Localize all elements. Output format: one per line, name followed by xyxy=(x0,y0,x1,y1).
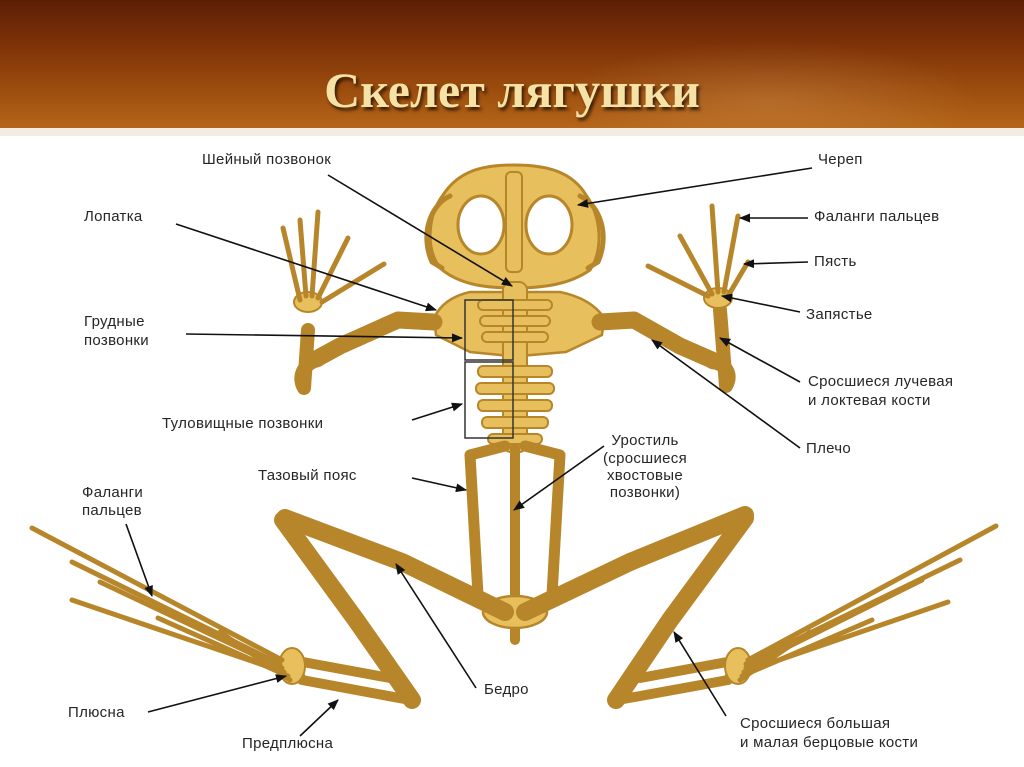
label-tibiofibula-1: Сросшиеся большая xyxy=(740,715,891,732)
arrow-femur xyxy=(395,563,477,689)
left-hand-fingers xyxy=(280,209,387,305)
label-humerus: Плечо xyxy=(806,440,852,457)
arrow-humerus xyxy=(651,339,801,449)
label-skull: Череп xyxy=(818,151,863,168)
label-thoracic-1: Грудные xyxy=(84,313,145,330)
right-hand-fingers xyxy=(645,203,751,299)
left-femur xyxy=(276,509,514,621)
label-urostyle-1: Уростиль xyxy=(611,432,679,449)
frog-skeleton xyxy=(29,163,999,709)
slide-title: Скелет лягушки xyxy=(324,62,700,118)
vertebrae-processes xyxy=(475,299,555,445)
arrow-metacarpus xyxy=(742,259,809,269)
left-radioulna xyxy=(294,323,325,395)
label-femur: Бедро xyxy=(484,681,529,698)
right-foot-toes xyxy=(737,523,999,683)
arrow-metatarsus xyxy=(147,674,288,713)
label-urostyle-4: позвонки) xyxy=(609,484,681,501)
label-radioulna-2: и локтевая кости xyxy=(808,392,931,409)
banner-divider xyxy=(0,128,1024,136)
right-ilium xyxy=(519,440,566,612)
skull-left-jaw xyxy=(424,193,453,271)
arrow-trunk xyxy=(411,402,464,421)
label-urostyle-2: (сросшиеся xyxy=(602,450,688,467)
label-trunk-vertebrae: Туловищные позвонки xyxy=(162,415,324,432)
skull-midline xyxy=(505,171,523,273)
label-tibiofibula-2: и малая берцовые кости xyxy=(740,734,919,751)
vertebrae-bracket xyxy=(464,299,514,439)
arrow-thoracic xyxy=(185,333,464,343)
label-carpus: Запястье xyxy=(806,306,873,323)
label-scapula: Лопатка xyxy=(84,208,143,225)
arrow-scapula xyxy=(175,223,438,312)
right-eye-socket xyxy=(524,194,574,256)
label-tarsus: Предплюсна xyxy=(242,735,334,752)
label-thoracic-2: позвонки xyxy=(84,332,149,349)
label-phalanges-hand: Фаланги пальцев xyxy=(814,208,940,225)
left-eye-socket xyxy=(456,194,506,256)
arrow-cervical xyxy=(327,174,513,287)
arrow-pelvis xyxy=(411,477,468,493)
arrow-skull xyxy=(576,167,813,208)
trunk-bracket xyxy=(464,361,514,439)
label-radioulna-1: Сросшиеся лучевая xyxy=(808,373,954,390)
right-tibiofibula xyxy=(607,509,754,709)
left-ilium xyxy=(464,440,511,612)
title-banner xyxy=(0,0,1024,128)
arrow-tibiofibula xyxy=(673,631,727,717)
right-humerus xyxy=(591,311,721,369)
right-radioulna xyxy=(705,303,736,393)
arrow-radioulna xyxy=(719,337,801,383)
right-femur xyxy=(516,506,754,621)
arrow-phalanges-foot xyxy=(125,523,153,598)
banner-decoration xyxy=(560,40,980,128)
label-metacarpus: Пясть xyxy=(814,253,857,270)
label-pelvic-girdle: Тазовый пояс xyxy=(258,467,357,484)
label-phalanges-foot-2: пальцев xyxy=(82,502,142,519)
left-tibiofibula xyxy=(274,511,421,709)
arrow-tarsus xyxy=(299,699,339,737)
thoracic-bracket xyxy=(464,299,514,361)
label-cervical-vertebra: Шейный позвонок xyxy=(202,151,332,168)
arrow-urostyle xyxy=(513,445,605,511)
label-urostyle-3: хвостовые xyxy=(607,467,683,484)
label-metatarsus: Плюсна xyxy=(68,704,125,721)
label-phalanges-foot-1: Фаланги xyxy=(82,484,144,501)
arrow-carpus xyxy=(720,293,801,313)
pointer-arrows xyxy=(125,167,813,737)
left-foot-toes xyxy=(29,525,293,683)
left-humerus xyxy=(309,311,443,367)
